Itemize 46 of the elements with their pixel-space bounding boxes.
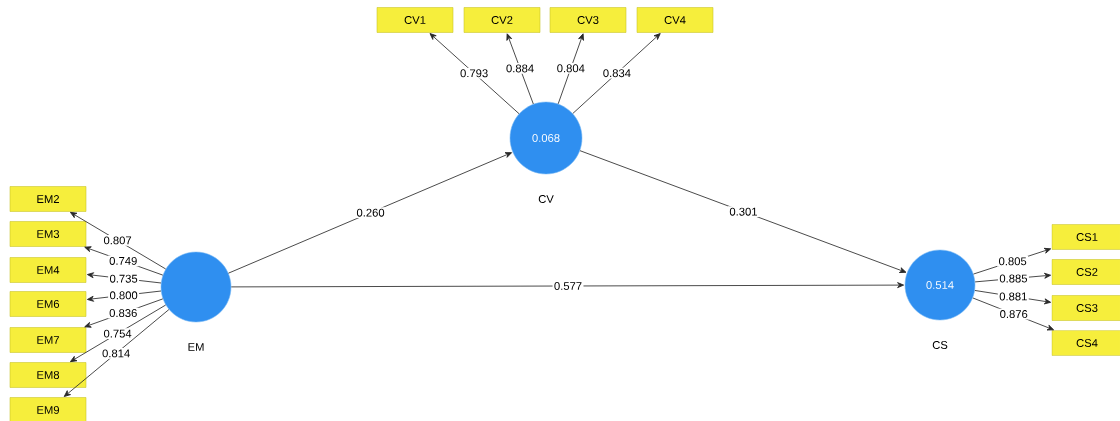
indicator-box: CS4 bbox=[1051, 330, 1120, 356]
edge-label: 0.800 bbox=[108, 289, 140, 301]
arrow bbox=[572, 33, 661, 114]
edge-label: 0.260 bbox=[355, 207, 386, 219]
indicator-box: EM9 bbox=[9, 397, 87, 421]
arrow bbox=[506, 33, 534, 105]
edge-label: 0.793 bbox=[458, 67, 490, 79]
indicator-box: EM7 bbox=[9, 327, 87, 353]
indicator-box: CV4 bbox=[636, 7, 714, 33]
arrow bbox=[557, 33, 584, 105]
indicator-box: EM6 bbox=[9, 291, 87, 317]
edge-label: 0.884 bbox=[504, 63, 536, 74]
arrow bbox=[70, 304, 167, 363]
edge-label: 0.754 bbox=[102, 328, 134, 339]
indicator-box: EM4 bbox=[9, 257, 87, 283]
edge-label: 0.301 bbox=[728, 206, 759, 218]
edge-label: 0.804 bbox=[555, 62, 587, 74]
edge-label: 0.577 bbox=[552, 280, 584, 292]
construct-label: EM bbox=[188, 343, 204, 351]
construct-label: CS bbox=[932, 341, 948, 349]
edge-label: 0.885 bbox=[997, 273, 1029, 284]
arrow bbox=[63, 309, 170, 397]
edge-label: 0.735 bbox=[108, 273, 140, 285]
arrow bbox=[579, 150, 907, 273]
arrow bbox=[228, 152, 513, 274]
indicator-box: EM2 bbox=[9, 186, 87, 212]
indicator-box: EM8 bbox=[9, 362, 87, 388]
arrow bbox=[429, 33, 520, 115]
edge-label: 0.805 bbox=[997, 255, 1029, 267]
edge-label: 0.836 bbox=[107, 307, 139, 319]
edge-label: 0.807 bbox=[102, 235, 134, 246]
indicator-box: CV3 bbox=[549, 7, 627, 33]
arrow bbox=[230, 282, 905, 289]
edge-label: 0.834 bbox=[601, 67, 633, 79]
edge-label: 0.749 bbox=[107, 255, 139, 267]
edge-label: 0.881 bbox=[997, 291, 1029, 302]
indicator-box: CS3 bbox=[1051, 295, 1120, 321]
indicator-box: CV2 bbox=[463, 7, 541, 33]
construct-label: CV bbox=[538, 195, 554, 203]
edge-label: 0.814 bbox=[100, 348, 132, 359]
indicator-box: EM3 bbox=[9, 221, 87, 247]
edge-label: 0.876 bbox=[998, 308, 1030, 320]
indicator-box: CS2 bbox=[1051, 259, 1120, 285]
arrow bbox=[70, 211, 167, 270]
indicator-box: CS1 bbox=[1051, 224, 1120, 250]
indicator-box: CV1 bbox=[376, 7, 454, 33]
